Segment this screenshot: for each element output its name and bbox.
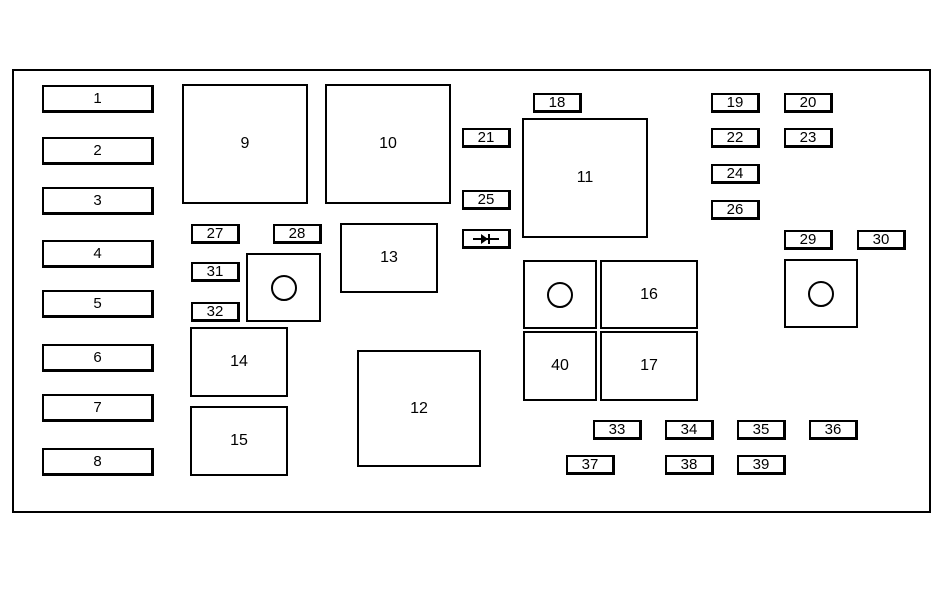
fuse-7: 7 bbox=[42, 394, 154, 422]
fuse-1: 1 bbox=[42, 85, 154, 113]
fuse-2: 2 bbox=[42, 137, 154, 165]
mini-fuse-29-label: 29 bbox=[799, 231, 817, 248]
mini-fuse-18: 18 bbox=[533, 93, 582, 113]
stud-circle-left bbox=[270, 274, 297, 301]
mini-fuse-31: 31 bbox=[191, 262, 240, 282]
relay-13-label: 13 bbox=[380, 249, 398, 266]
mini-fuse-24: 24 bbox=[711, 164, 760, 184]
mini-fuse-37-label: 37 bbox=[581, 456, 599, 473]
fuse-5: 5 bbox=[42, 290, 154, 318]
mini-fuse-32: 32 bbox=[191, 302, 240, 322]
fuse-3: 3 bbox=[42, 187, 154, 215]
relay-12-label: 12 bbox=[410, 399, 428, 417]
mini-fuse-39-label: 39 bbox=[752, 456, 770, 473]
diode-icon bbox=[473, 233, 499, 244]
stud-block-center bbox=[523, 260, 597, 329]
mini-fuse-31-label: 31 bbox=[206, 263, 224, 280]
relay-17-label: 17 bbox=[640, 357, 658, 374]
mini-fuse-20: 20 bbox=[784, 93, 833, 113]
fuse-2-label: 2 bbox=[93, 142, 102, 159]
fuse-block-outline bbox=[12, 69, 931, 513]
mini-fuse-28: 28 bbox=[273, 224, 322, 244]
fuse-7-label: 7 bbox=[93, 399, 102, 416]
mini-fuse-33-label: 33 bbox=[608, 421, 626, 438]
stud-block-right bbox=[784, 259, 858, 328]
mini-fuse-28-label: 28 bbox=[288, 225, 306, 242]
mini-fuse-20-label: 20 bbox=[799, 94, 817, 111]
mini-fuse-23: 23 bbox=[784, 128, 833, 148]
fuse-5-label: 5 bbox=[93, 295, 102, 312]
fuse-4-label: 4 bbox=[93, 245, 102, 262]
fuse-3-label: 3 bbox=[93, 192, 102, 209]
mini-fuse-25: 25 bbox=[462, 190, 511, 210]
mini-fuse-36-label: 36 bbox=[824, 421, 842, 438]
relay-16: 16 bbox=[600, 260, 698, 329]
fuse-6: 6 bbox=[42, 344, 154, 372]
mini-fuse-30: 30 bbox=[857, 230, 906, 250]
mini-fuse-21-label: 21 bbox=[477, 129, 495, 146]
stud-circle-right bbox=[808, 280, 834, 307]
stud-block-left bbox=[246, 253, 321, 322]
mini-fuse-24-label: 24 bbox=[726, 165, 744, 182]
relay-15: 15 bbox=[190, 406, 288, 476]
mini-fuse-27: 27 bbox=[191, 224, 240, 244]
mini-fuse-19: 19 bbox=[711, 93, 760, 113]
relay-14: 14 bbox=[190, 327, 288, 397]
fuse-1-label: 1 bbox=[93, 90, 102, 107]
relay-10: 10 bbox=[325, 84, 451, 204]
mini-fuse-33: 33 bbox=[593, 420, 642, 440]
relay-9-label: 9 bbox=[240, 135, 250, 152]
relay-15-label: 15 bbox=[230, 432, 248, 449]
mini-fuse-34-label: 34 bbox=[680, 421, 698, 438]
mini-fuse-22: 22 bbox=[711, 128, 760, 148]
mini-fuse-39: 39 bbox=[737, 455, 786, 475]
relay-13: 13 bbox=[340, 223, 438, 293]
mini-fuse-34: 34 bbox=[665, 420, 714, 440]
fuse-4: 4 bbox=[42, 240, 154, 268]
relay-16-label: 16 bbox=[640, 285, 658, 303]
mini-fuse-19-label: 19 bbox=[726, 94, 744, 111]
relay-12: 12 bbox=[357, 350, 481, 467]
mini-fuse-35: 35 bbox=[737, 420, 786, 440]
mini-fuse-36: 36 bbox=[809, 420, 858, 440]
stud-circle-center bbox=[547, 281, 573, 308]
mini-fuse-32-label: 32 bbox=[206, 303, 224, 320]
mini-fuse-23-label: 23 bbox=[799, 129, 817, 146]
mini-fuse-25-label: 25 bbox=[477, 191, 495, 208]
mini-fuse-37: 37 bbox=[566, 455, 615, 475]
mini-fuse-18-label: 18 bbox=[548, 94, 566, 111]
mini-fuse-26: 26 bbox=[711, 200, 760, 220]
mini-fuse-38: 38 bbox=[665, 455, 714, 475]
relay-17: 17 bbox=[600, 331, 698, 401]
mini-fuse-22-label: 22 bbox=[726, 129, 744, 146]
relay-9: 9 bbox=[182, 84, 308, 204]
fuse-6-label: 6 bbox=[93, 349, 102, 366]
relay-40-label: 40 bbox=[551, 357, 569, 374]
mini-fuse-26-label: 26 bbox=[726, 201, 744, 218]
mini-fuse-35-label: 35 bbox=[752, 421, 770, 438]
mini-fuse-27-label: 27 bbox=[206, 225, 224, 242]
fuse-8-label: 8 bbox=[93, 453, 102, 470]
relay-11-label: 11 bbox=[576, 169, 594, 186]
relay-10-label: 10 bbox=[379, 135, 397, 152]
mini-fuse-30-label: 30 bbox=[872, 231, 890, 248]
relay-14-label: 14 bbox=[230, 353, 248, 370]
mini-fuse-21: 21 bbox=[462, 128, 511, 148]
fuse-8: 8 bbox=[42, 448, 154, 476]
diode-slot bbox=[462, 229, 511, 249]
relay-11: 11 bbox=[522, 118, 648, 238]
mini-fuse-38-label: 38 bbox=[680, 456, 698, 473]
mini-fuse-29: 29 bbox=[784, 230, 833, 250]
relay-40: 40 bbox=[523, 331, 597, 401]
